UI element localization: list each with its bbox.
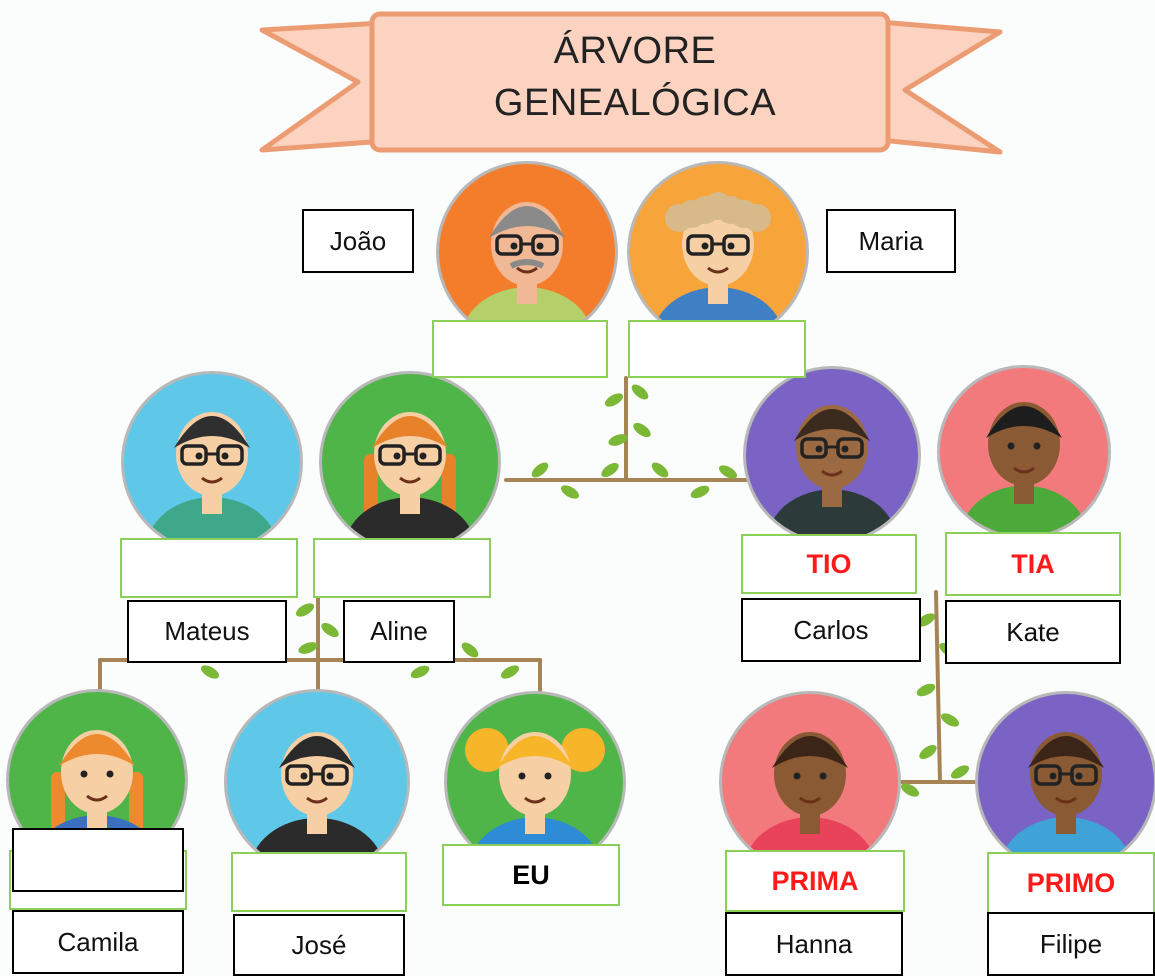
- name-box-mother[interactable]: Aline: [343, 600, 455, 663]
- leaf-icon: [916, 683, 936, 697]
- ribbon-center: [369, 11, 891, 153]
- leaf-icon: [321, 622, 339, 638]
- title-line-1: ÁRVORE: [553, 30, 717, 72]
- leaf-icon: [608, 434, 628, 446]
- leaf-icon: [500, 665, 520, 679]
- name-box-brother[interactable]: José: [233, 914, 405, 976]
- relation-box-brother[interactable]: [231, 852, 407, 912]
- leaf-icon: [950, 765, 970, 779]
- leaf-icon: [651, 462, 669, 478]
- leaf-icon: [919, 744, 937, 760]
- portrait-mother: [319, 371, 501, 553]
- leaf-icon: [200, 665, 220, 679]
- leaf-icon: [900, 783, 920, 797]
- leaf-icon: [560, 485, 580, 499]
- portrait-cousin-m: [975, 691, 1155, 873]
- ribbon-right-tail: [877, 19, 1003, 155]
- portrait-father: [121, 371, 303, 553]
- portrait-grandfather: [436, 161, 618, 343]
- relation-box-mother[interactable]: [313, 538, 491, 598]
- leaf-icon: [916, 613, 936, 627]
- leaf-icon: [633, 422, 651, 438]
- leaf-icon: [461, 642, 479, 658]
- relation-box-father[interactable]: [120, 538, 298, 598]
- leaf-icon: [601, 462, 619, 478]
- name-box-uncle[interactable]: Carlos: [741, 598, 921, 662]
- name-box-cousin-f[interactable]: Hanna: [725, 912, 903, 976]
- name-box-sister-placeholder: [12, 828, 184, 892]
- portrait-aunt: [937, 365, 1111, 539]
- leaf-icon: [718, 465, 738, 479]
- portrait-grandmother: [627, 161, 809, 343]
- name-box-sister[interactable]: Camila: [12, 910, 184, 974]
- portrait-brother: [224, 689, 410, 875]
- leaf-icon: [298, 642, 318, 654]
- relation-box-aunt[interactable]: TIA: [945, 532, 1121, 596]
- relation-box-cousin-f[interactable]: PRIMA: [725, 850, 905, 912]
- portrait-cousin-f: [719, 691, 901, 873]
- title-ribbon: [259, 11, 1003, 155]
- name-box-father[interactable]: Mateus: [127, 600, 287, 663]
- name-box-cousin-m[interactable]: Filipe: [987, 912, 1155, 976]
- leaf-icon: [531, 462, 549, 478]
- leaf-icon: [690, 485, 710, 499]
- relation-box-grandmother[interactable]: [628, 320, 806, 378]
- leaf-icon: [940, 713, 960, 727]
- portraits: [6, 161, 1155, 875]
- name-box-aunt[interactable]: Kate: [945, 600, 1121, 664]
- leaf-icon: [410, 665, 430, 679]
- relation-box-uncle[interactable]: TIO: [741, 534, 917, 594]
- leaf-icon: [295, 603, 315, 617]
- portrait-me: [444, 691, 626, 873]
- relation-box-grandfather[interactable]: [432, 320, 608, 378]
- relation-box-me[interactable]: EU: [442, 844, 620, 906]
- relation-box-cousin-m[interactable]: PRIMO: [987, 852, 1155, 914]
- title-line-2: GENEALÓGICA: [493, 82, 777, 124]
- leaf-icon: [631, 384, 649, 400]
- leaf-icon: [604, 393, 624, 407]
- name-box-grandfather[interactable]: João: [302, 209, 414, 273]
- name-box-grandmother[interactable]: Maria: [826, 209, 956, 273]
